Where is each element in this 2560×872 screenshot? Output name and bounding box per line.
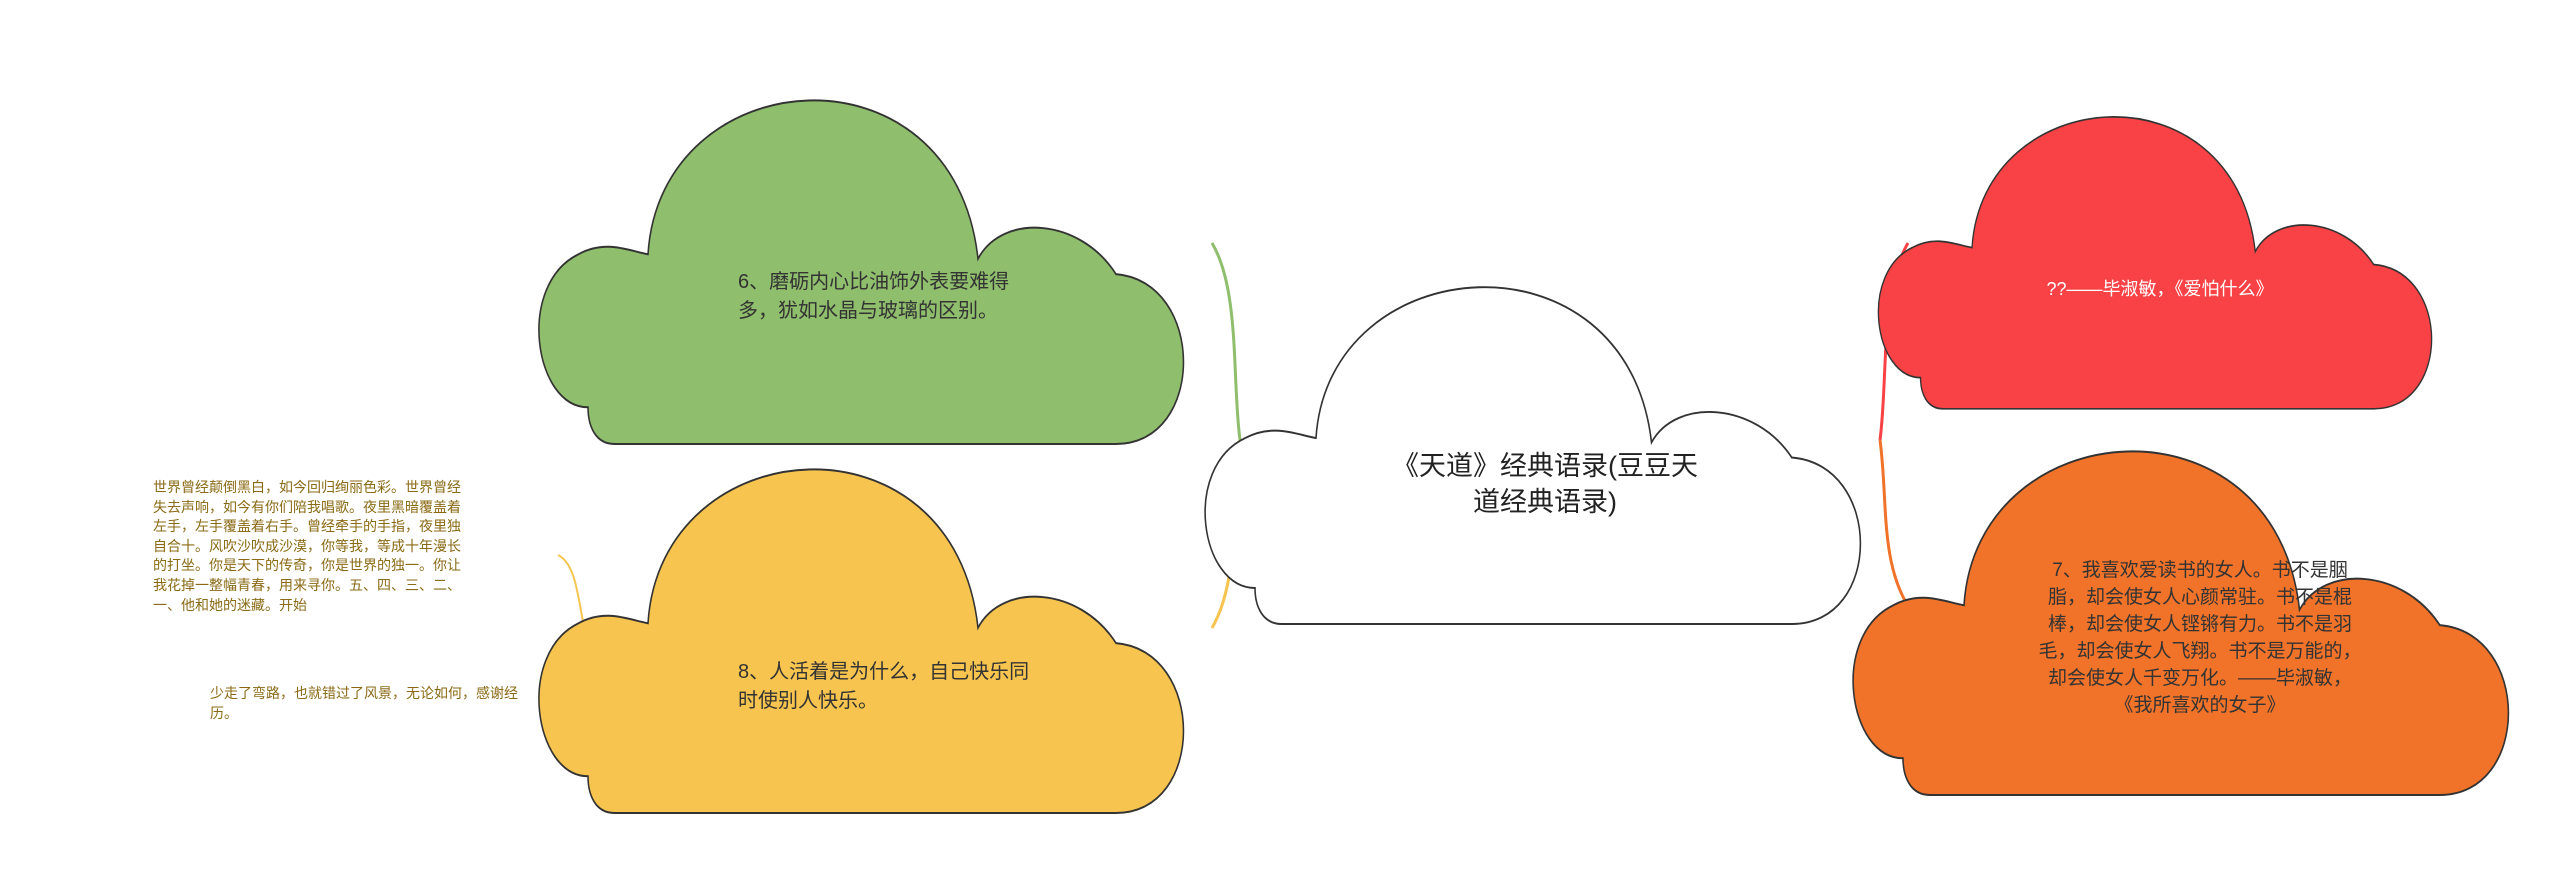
connector-green — [1210, 242, 1242, 441]
branch-orange-text[interactable]: 7、我喜欢爱读书的女人。书不是胭脂，却会使女人心颜常驻。书不是棍棒，却会使女人铿… — [2038, 560, 2362, 716]
leaf-experience-text[interactable]: 少走了弯路，也就错过了风景，无论如何，感谢经历。 — [210, 685, 518, 721]
branch-green-text[interactable]: 6、磨砺内心比油饰外表要难得多，犹如水晶与玻璃的区别。 — [738, 271, 1010, 322]
branch-yellow-text[interactable]: 8、人活着是为什么，自己快乐同时使别人快乐。 — [738, 661, 1030, 712]
branch-red-text[interactable]: ??——毕淑敏，《爱怕什么》 — [2046, 279, 2274, 299]
yellow-cloud — [537, 468, 1185, 814]
connector-orange — [1878, 439, 1910, 607]
center-topic-text[interactable]: 《天道》经典语录(豆豆天道经典语录) — [1392, 451, 1698, 518]
red-cloud — [1877, 116, 2433, 410]
leaf-poem-text[interactable]: 世界曾经颠倒黑白，如今回归绚丽色彩。世界曾经失去声响，如今有你们陪我唱歌。夜里黑… — [153, 479, 461, 613]
